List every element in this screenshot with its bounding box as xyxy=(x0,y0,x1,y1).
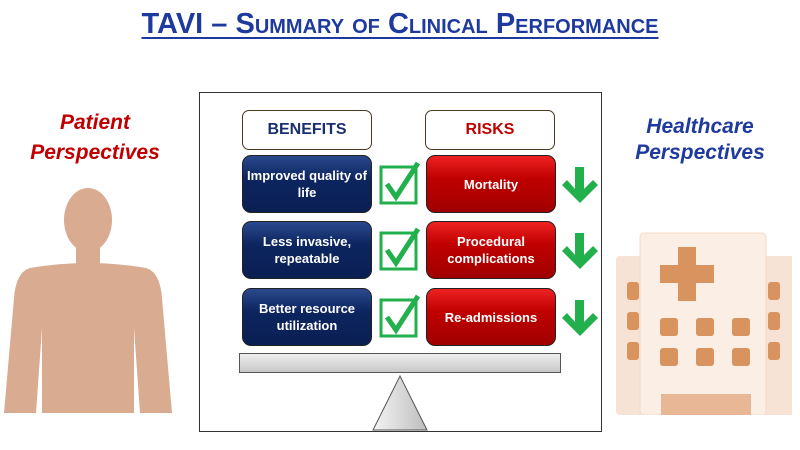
down-arrow-icon xyxy=(562,167,598,203)
benefit-box: Better resource utilization xyxy=(242,288,372,346)
label-line: Healthcare xyxy=(646,115,754,138)
balance-frame xyxy=(199,92,602,432)
checkmark-icon xyxy=(379,294,421,338)
down-arrows xyxy=(562,167,598,336)
fulcrum-triangle xyxy=(372,375,428,431)
label-line: Perspectives xyxy=(635,141,765,164)
checkmark-icon xyxy=(379,161,421,205)
benefit-box: Improved quality of life xyxy=(242,155,372,213)
checkmarks xyxy=(379,161,421,338)
down-arrow-icon xyxy=(562,300,598,336)
benefit-box: Less invasive, repeatable xyxy=(242,221,372,279)
checkmark-icon xyxy=(379,227,421,271)
label-line: Patient xyxy=(59,111,130,134)
risk-box: Procedural complications xyxy=(426,221,556,279)
risks-header: RISKS xyxy=(425,110,555,150)
person-icon xyxy=(4,188,172,413)
risk-box: Re-admissions xyxy=(426,288,556,346)
down-arrow-icon xyxy=(562,233,598,269)
label-line: Perspectives xyxy=(30,141,160,164)
hospital-icon xyxy=(616,232,792,415)
balance-beam xyxy=(239,353,561,373)
benefits-header: BENEFITS xyxy=(242,110,372,150)
patient-perspectives-label: Patient Perspectives xyxy=(20,108,170,168)
slide-title: TAVI – Summary of Clinical Performance xyxy=(141,8,659,40)
risk-box: Mortality xyxy=(426,155,556,213)
healthcare-perspectives-label: Healthcare Perspectives xyxy=(610,114,790,166)
